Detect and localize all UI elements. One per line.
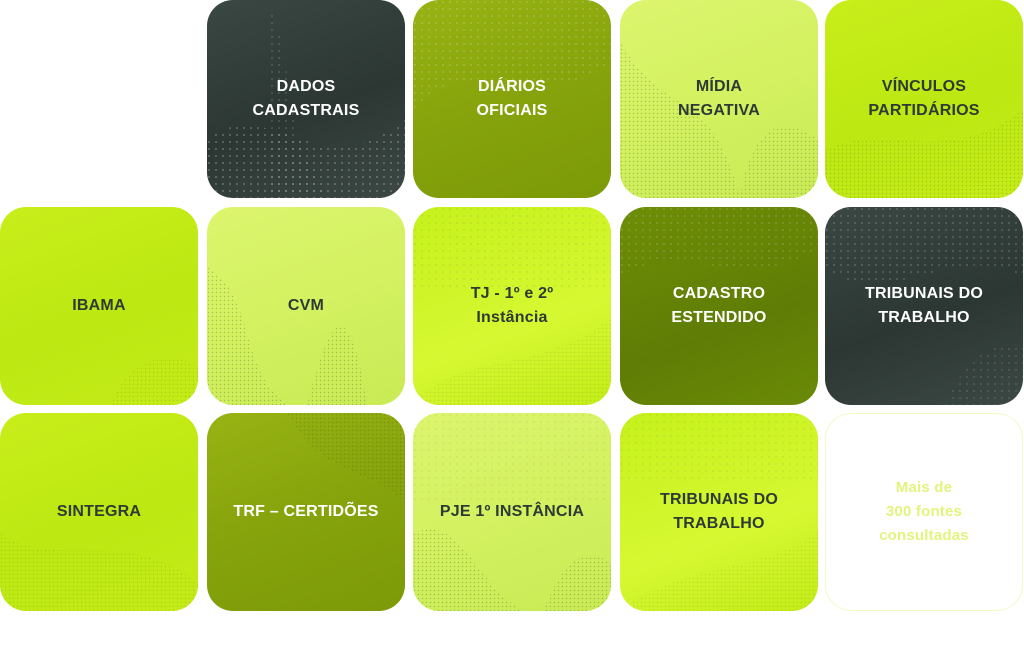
tile-label: VÍNCULOS PARTIDÁRIOS <box>868 78 980 119</box>
tile-sintegra[interactable]: SINTEGRA <box>0 413 198 611</box>
tile-label: TRIBUNAIS DO TRABALHO <box>660 491 778 532</box>
tile-pje[interactable]: PJE 1º INSTÂNCIA <box>413 413 611 611</box>
tile-mais-fontes: Mais de 300 fontes consultadas <box>825 413 1023 611</box>
tile-trf-certidoes[interactable]: TRF – CERTIDÕES <box>207 413 405 611</box>
tile-diarios-oficiais[interactable]: DIÁRIOS OFICIAIS <box>413 0 611 198</box>
tile-label: IBAMA <box>72 297 126 314</box>
tile-tj[interactable]: TJ - 1º e 2º Instância <box>413 207 611 405</box>
tile-label: CVM <box>287 297 325 314</box>
tile-label: MÍDIA NEGATIVA <box>678 78 760 119</box>
tile-label: DADOS CADASTRAIS <box>252 78 360 119</box>
tile-dados-cadastrais[interactable]: DADOS CADASTRAIS <box>207 0 405 198</box>
tile-vinculos-partidarios[interactable]: VÍNCULOS PARTIDÁRIOS <box>825 0 1023 198</box>
tile-label: PJE 1º INSTÂNCIA <box>439 503 585 520</box>
tile-label: TJ - 1º e 2º Instância <box>470 285 554 326</box>
tile-label: TRIBUNAIS DO TRABALHO <box>865 285 983 326</box>
tile-tribunais-do-trabalho-1[interactable]: TRIBUNAIS DO TRABALHO <box>825 207 1023 405</box>
tile-midia-negativa[interactable]: MÍDIA NEGATIVA <box>620 0 818 198</box>
tile-cadastro-estendido[interactable]: CADASTRO ESTENDIDO <box>620 207 818 405</box>
tile-label: TRF – CERTIDÕES <box>233 503 379 520</box>
tile-label: SINTEGRA <box>56 503 142 520</box>
tile-tribunais-do-trabalho-2[interactable]: TRIBUNAIS DO TRABALHO <box>620 413 818 611</box>
tile-cvm[interactable]: CVM <box>207 207 405 405</box>
tile-label: CADASTRO ESTENDIDO <box>671 285 767 326</box>
tile-label: DIÁRIOS OFICIAIS <box>476 78 548 119</box>
tile-ibama[interactable]: IBAMA <box>0 207 198 405</box>
tile-label: Mais de 300 fontes consultadas <box>879 479 969 544</box>
